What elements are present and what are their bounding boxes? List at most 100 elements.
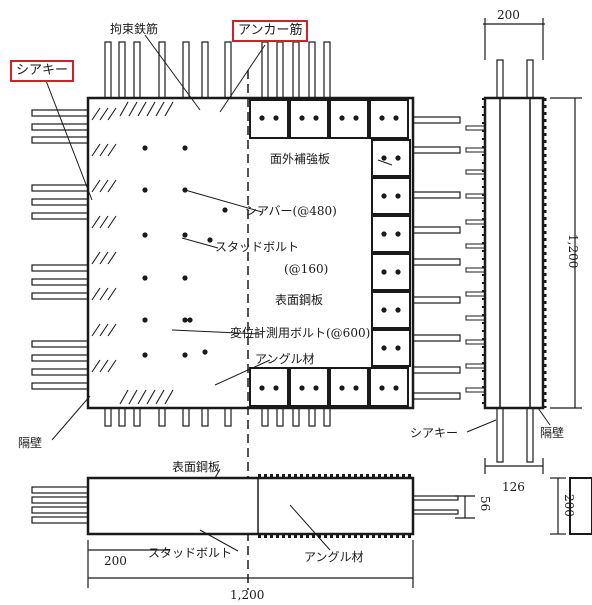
hatch-stroke bbox=[99, 359, 109, 373]
hatch-stroke bbox=[91, 251, 101, 265]
reinforcing-plate bbox=[371, 215, 411, 253]
rebar bbox=[409, 334, 461, 342]
dim-1200-bottom: 1,200 bbox=[230, 588, 265, 602]
hatch-stroke bbox=[99, 251, 109, 265]
bolt-dot bbox=[381, 307, 387, 313]
bolt-dot bbox=[395, 345, 401, 351]
bolt-dot bbox=[273, 115, 279, 121]
rebar bbox=[31, 123, 93, 131]
hatch-stroke bbox=[137, 389, 147, 405]
hatch-stroke bbox=[146, 389, 156, 405]
dim-1200-right: 1,200 bbox=[566, 234, 580, 269]
rebar bbox=[31, 340, 93, 348]
hatch-stroke bbox=[107, 179, 117, 193]
bolt-dot bbox=[182, 275, 188, 281]
bolt-dot bbox=[379, 385, 385, 391]
bolt-dot bbox=[313, 385, 319, 391]
label-partition-right: 隔壁 bbox=[540, 426, 565, 440]
hatch-stroke bbox=[107, 143, 117, 157]
label-stud-bolt-section: スタッドボルト bbox=[148, 546, 233, 560]
label-stud-bolt: スタッドボルト bbox=[215, 240, 300, 254]
rebar bbox=[409, 366, 461, 374]
rebar bbox=[409, 226, 461, 234]
bolt-dot bbox=[339, 115, 345, 121]
hatch-stroke bbox=[99, 107, 109, 121]
bolt-dot bbox=[142, 317, 148, 323]
rebar bbox=[104, 41, 112, 105]
label-surface-steel-plate: 表面鋼板 bbox=[275, 293, 324, 307]
bolt-dot bbox=[381, 345, 387, 351]
hatch-stroke bbox=[128, 389, 138, 405]
rebar bbox=[465, 125, 487, 131]
label-partition-left: 隔壁 bbox=[18, 436, 43, 450]
reinforcing-plate bbox=[249, 367, 289, 407]
rebar bbox=[496, 59, 504, 101]
hatch-stroke bbox=[155, 101, 165, 117]
hatch-stroke bbox=[146, 101, 156, 117]
bolt-dot bbox=[182, 232, 188, 238]
bolt-dot bbox=[395, 155, 401, 161]
rebar bbox=[409, 146, 461, 154]
rebar bbox=[526, 59, 534, 101]
rebar bbox=[465, 387, 487, 393]
bolt-dot bbox=[379, 115, 385, 121]
rebar bbox=[118, 41, 126, 105]
leader-lines bbox=[44, 34, 551, 552]
dim-200-side: 200 bbox=[562, 494, 576, 517]
hatch-stroke bbox=[91, 143, 101, 157]
hatch-stroke bbox=[91, 179, 101, 193]
rebar bbox=[409, 191, 461, 199]
bolt-dot bbox=[142, 232, 148, 238]
section-view-plate bbox=[86, 476, 415, 536]
rebar bbox=[409, 116, 461, 124]
hatch-stroke bbox=[99, 287, 109, 301]
hatch-stroke bbox=[164, 389, 174, 405]
label-angle-steel: アングル材 bbox=[255, 352, 315, 366]
rebar bbox=[31, 264, 93, 272]
rebar bbox=[182, 41, 190, 105]
bolt-dot bbox=[381, 193, 387, 199]
label-displacement-bolt: 変位計測用ボルト(@600) bbox=[230, 326, 371, 340]
dimension-lines bbox=[87, 18, 582, 588]
reinforcing-plate bbox=[371, 139, 411, 177]
hatch-stroke bbox=[107, 359, 117, 373]
rebar bbox=[31, 516, 91, 524]
bolt-dot bbox=[202, 349, 208, 355]
label-shear-key-top: シアキー bbox=[10, 60, 75, 82]
rebar bbox=[465, 219, 487, 225]
bolt-dot bbox=[182, 317, 188, 323]
rebar bbox=[31, 354, 93, 362]
rebar bbox=[465, 267, 487, 273]
rebar bbox=[31, 184, 93, 192]
bolt-dot bbox=[393, 115, 399, 121]
rebar bbox=[31, 486, 91, 494]
hatch-stroke bbox=[128, 101, 138, 117]
rebar bbox=[292, 41, 300, 105]
reinforcing-plate bbox=[369, 99, 409, 139]
label-angle-steel-section: アングル材 bbox=[304, 550, 364, 564]
bolt-dot bbox=[381, 155, 387, 161]
reinforcing-plate bbox=[371, 177, 411, 215]
reinforcing-plate bbox=[249, 99, 289, 139]
rebar bbox=[201, 41, 209, 105]
dim-200-bottom: 200 bbox=[104, 554, 127, 568]
bolt-dot bbox=[142, 187, 148, 193]
rebar bbox=[31, 292, 93, 300]
rebar bbox=[31, 506, 91, 514]
rebar bbox=[158, 41, 166, 105]
hatch-stroke bbox=[137, 101, 147, 117]
rebar bbox=[465, 315, 487, 321]
bolt-dot bbox=[395, 307, 401, 313]
rebar bbox=[276, 41, 284, 105]
small-section-plate bbox=[569, 477, 592, 535]
hatch-stroke bbox=[99, 143, 109, 157]
hatch-stroke bbox=[155, 389, 165, 405]
bolt-dot bbox=[142, 352, 148, 358]
reinforcing-plate bbox=[371, 291, 411, 329]
rebar bbox=[31, 212, 93, 220]
rebar bbox=[261, 41, 269, 105]
bolt-dot bbox=[182, 145, 188, 151]
hatch-stroke bbox=[91, 359, 101, 373]
hatch-stroke bbox=[107, 251, 117, 265]
